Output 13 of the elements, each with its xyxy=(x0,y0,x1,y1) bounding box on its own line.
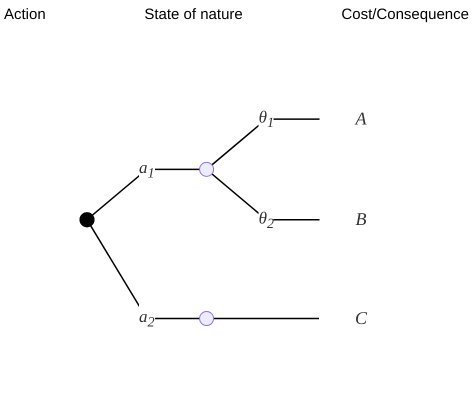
column-heading: Action xyxy=(4,6,46,23)
node-text: C xyxy=(356,308,368,328)
connector xyxy=(214,317,320,319)
node-circle xyxy=(200,161,215,176)
edge-label: θ$_{1}$ xyxy=(259,106,275,130)
edge-label: a$_{2}$ xyxy=(140,306,156,330)
column-heading: Cost/Consequence xyxy=(341,6,469,23)
column-heading: State of nature xyxy=(144,6,243,23)
edge-label: a$_{1}$ xyxy=(140,157,156,181)
node-circle xyxy=(200,310,215,326)
edge-label: θ$_{2}$ xyxy=(259,207,275,231)
node-text: A xyxy=(356,108,368,128)
node-text: B xyxy=(356,208,368,229)
